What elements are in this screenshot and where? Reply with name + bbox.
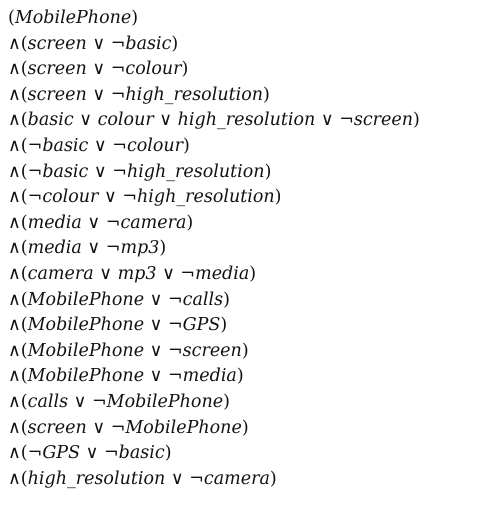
clause-1: (MobilePhone) (8, 8, 139, 28)
clause-10: ∧(media ∨ ¬mp3) (8, 238, 167, 259)
clause-18: ∧(¬GPS ∨ ¬basic) (8, 443, 172, 464)
clause-17: ∧(screen ∨ ¬MobilePhone) (8, 417, 249, 438)
clause-7: ∧(¬basic ∨ ¬high_resolution) (8, 161, 272, 182)
clause-3: ∧(screen ∨ ¬colour) (8, 59, 189, 80)
clause-6: ∧(¬basic ∨ ¬colour) (8, 135, 190, 156)
clause-5: ∧(basic ∨ colour ∨ high_resolution ∨ ¬sc… (8, 110, 420, 131)
clause-4: ∧(screen ∨ ¬high_resolution) (8, 84, 270, 105)
clause-14: ∧(MobilePhone ∨ ¬screen) (8, 340, 249, 361)
clause-8: ∧(¬colour ∨ ¬high_resolution) (8, 187, 282, 208)
clause-16: ∧(calls ∨ ¬MobilePhone) (8, 391, 230, 412)
clause-11: ∧(camera ∨ mp3 ∨ ¬media) (8, 263, 257, 284)
clause-2: ∧(screen ∨ ¬basic) (8, 33, 179, 54)
clause-9: ∧(media ∨ ¬camera) (8, 212, 194, 233)
clause-15: ∧(MobilePhone ∨ ¬media) (8, 366, 244, 387)
clause-12: ∧(MobilePhone ∨ ¬calls) (8, 289, 230, 310)
clause-13: ∧(MobilePhone ∨ ¬GPS) (8, 315, 228, 336)
cnf-formula: (MobilePhone) ∧(screen ∨ ¬basic) ∧(scree… (8, 6, 420, 492)
clause-19: ∧(high_resolution ∨ ¬camera) (8, 468, 277, 489)
